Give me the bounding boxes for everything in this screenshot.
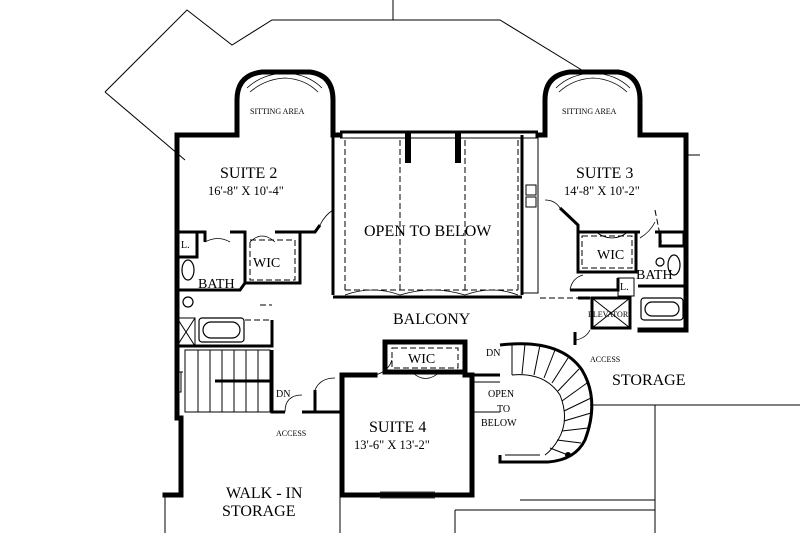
sitting-area-left-label: SITTING AREA: [250, 107, 305, 116]
walkin-storage-label-1: WALK - IN: [226, 485, 303, 502]
stair-open-label-2: TO: [497, 404, 510, 415]
left-stair: [174, 349, 342, 414]
suite3-interior: [540, 199, 686, 345]
sitting-area-right-label: SITTING AREA: [562, 107, 617, 116]
spiral-stair: [472, 342, 594, 464]
elevator-label: ELEVATOR: [588, 310, 629, 319]
suite4-walls: [339, 339, 475, 499]
open-to-below-area: [331, 130, 539, 299]
storage-label: STORAGE: [612, 372, 686, 389]
suite4-dimensions: 13'-6" X 13'-2": [354, 438, 430, 452]
room-labels: SITTING AREA SITTING AREA SUITE 2 16'-8"…: [181, 107, 686, 520]
sitting-bay-left: [234, 69, 336, 138]
linen-left-label: L.: [181, 240, 190, 251]
access-right-label: ACCESS: [590, 355, 620, 364]
suite4-label: SUITE 4: [369, 419, 426, 436]
balcony-label: BALCONY: [393, 311, 471, 328]
stair-open-label-1: OPEN: [488, 389, 514, 400]
suite2-dimensions: 16'-8" X 10'-4": [208, 184, 284, 198]
wic-right-label: WIC: [597, 248, 624, 263]
walkin-storage-label-2: STORAGE: [222, 503, 296, 520]
suite2-label: SUITE 2: [220, 165, 277, 182]
suite3-label: SUITE 3: [576, 165, 633, 182]
wic-left-label: WIC: [253, 256, 280, 271]
linen-right-label: L.: [620, 282, 629, 293]
sitting-bay-right: [542, 69, 643, 138]
suite3-dimensions: 14'-8" X 10'-2": [564, 184, 640, 198]
storage-outlines: [164, 404, 800, 533]
bath-left-label: BATH: [198, 277, 235, 292]
access-left-label: ACCESS: [276, 429, 306, 438]
bath-right-label: BATH: [636, 268, 673, 283]
open-to-below-label: OPEN TO BELOW: [364, 223, 492, 240]
wic-bottom-label: WIC: [408, 352, 435, 367]
roof-outline: [104, 0, 700, 161]
stair-open-label-3: BELOW: [481, 418, 517, 429]
dn-right-label: DN: [486, 348, 500, 359]
dn-left-label: DN: [276, 389, 290, 400]
suite2-interior: [175, 209, 334, 348]
